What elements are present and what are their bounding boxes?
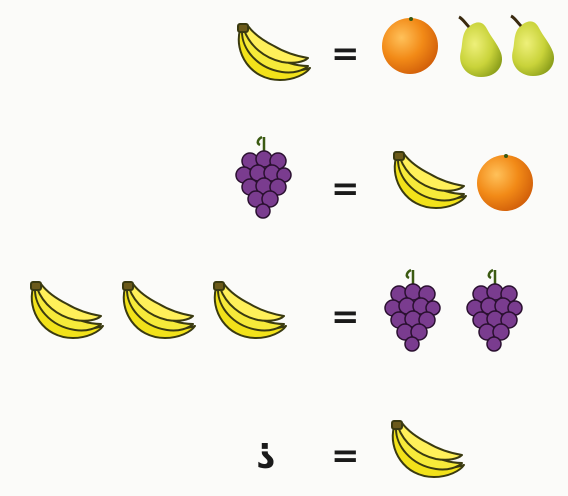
banana-icon: [386, 419, 466, 481]
equation-row-4: ? =: [0, 395, 568, 495]
equation-row-3: =: [0, 262, 568, 372]
orange-icon: [380, 15, 440, 75]
equals-sign: =: [331, 169, 360, 209]
grapes-icon: [235, 133, 292, 219]
orange-icon: [475, 152, 535, 212]
banana-icon: [208, 280, 288, 342]
banana-icon: [388, 150, 468, 212]
equation-row-2: =: [0, 125, 568, 235]
equals-sign: =: [331, 436, 360, 476]
pear-icon: [505, 14, 559, 78]
pear-icon: [453, 15, 507, 79]
banana-icon: [232, 22, 312, 84]
grapes-icon: [466, 266, 523, 352]
banana-icon: [25, 280, 105, 342]
grapes-icon: [384, 266, 441, 352]
question-mark: ?: [256, 434, 276, 474]
banana-icon: [117, 280, 197, 342]
equals-sign: =: [331, 297, 360, 337]
equation-row-1: =: [0, 0, 568, 110]
equals-sign: =: [331, 34, 360, 74]
